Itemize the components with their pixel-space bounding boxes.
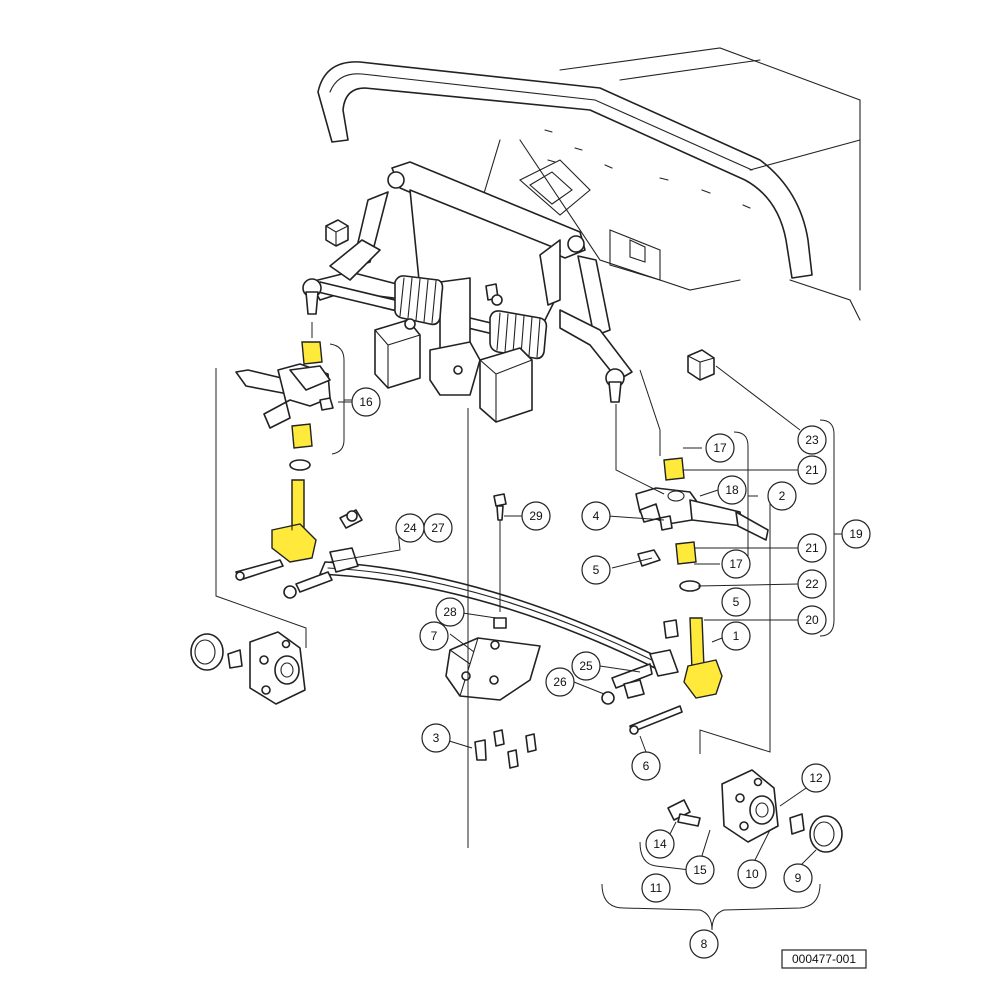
- steering-boot-right: [489, 310, 548, 360]
- callout-29: 29: [521, 501, 551, 531]
- callout-25-label: 25: [579, 659, 593, 673]
- callout-17a: 17: [705, 433, 735, 463]
- callout-15: 15: [685, 855, 715, 885]
- drawing-reference-number: 000477-001: [792, 952, 856, 966]
- callout-21b: 21: [797, 533, 827, 563]
- callout-27-label: 27: [431, 521, 445, 535]
- callout-17a-label: 17: [713, 441, 727, 455]
- callout-2-label: 2: [779, 489, 786, 503]
- callout-22-label: 22: [805, 577, 819, 591]
- callout-29-label: 29: [529, 509, 543, 523]
- leader-lines: [215, 322, 842, 931]
- callout-19-label: 19: [849, 527, 863, 541]
- drawing-reference-box: 000477-001: [781, 949, 867, 969]
- callout-22: 22: [797, 569, 827, 599]
- callout-5a-label: 5: [593, 563, 600, 577]
- chassis-frame: [317, 47, 861, 321]
- leaf-spring: [283, 509, 683, 735]
- callout-17b: 17: [721, 549, 751, 579]
- callout-6-label: 6: [643, 759, 650, 773]
- callout-14-label: 14: [653, 837, 667, 851]
- right-spindle-assembly: [635, 457, 769, 699]
- callout-3: 3: [421, 723, 451, 753]
- callout-27: 27: [423, 513, 453, 543]
- callout-18-label: 18: [725, 483, 739, 497]
- callout-1: 1: [721, 621, 751, 651]
- callout-5b: 5: [721, 587, 751, 617]
- callout-10-label: 10: [745, 867, 759, 881]
- callout-26-label: 26: [553, 675, 567, 689]
- callout-23: 23: [797, 425, 827, 455]
- callout-16-label: 16: [359, 395, 373, 409]
- callout-28: 28: [435, 597, 465, 627]
- callout-21a: 21: [797, 455, 827, 485]
- callout-9: 9: [783, 863, 813, 893]
- callout-21a-label: 21: [805, 463, 819, 477]
- top-right-nut: [687, 349, 715, 381]
- callout-23-label: 23: [805, 433, 819, 447]
- callout-9-label: 9: [795, 871, 802, 885]
- top-left-nut: [325, 219, 349, 247]
- callout-12-label: 12: [809, 771, 823, 785]
- callout-1-label: 1: [733, 629, 740, 643]
- callout-11-label: 11: [650, 881, 663, 895]
- right-hub-assembly: [667, 769, 843, 853]
- spring-clamp-plate: [445, 617, 541, 769]
- callout-24-label: 24: [403, 521, 417, 535]
- callout-8: 8: [689, 929, 719, 959]
- upper-mount-assembly: [302, 159, 633, 423]
- callout-21b-label: 21: [805, 541, 819, 555]
- callout-14: 14: [645, 829, 675, 859]
- callout-26: 26: [545, 667, 575, 697]
- callout-12: 12: [801, 763, 831, 793]
- callout-7-label: 7: [431, 629, 438, 643]
- callout-25: 25: [571, 651, 601, 681]
- callout-16: 16: [351, 387, 381, 417]
- callout-20: 20: [797, 605, 827, 635]
- callout-11: 11: [641, 873, 671, 903]
- left-hub-assembly: [190, 631, 306, 705]
- steering-boot-left: [394, 275, 444, 326]
- callout-6: 6: [631, 751, 661, 781]
- callout-15-label: 15: [693, 863, 707, 877]
- callout-5b-label: 5: [733, 595, 740, 609]
- callout-28-label: 28: [443, 605, 457, 619]
- callout-5a: 5: [581, 555, 611, 585]
- callout-8-label: 8: [701, 937, 708, 951]
- callout-19: 19: [841, 519, 871, 549]
- callout-10: 10: [737, 859, 767, 889]
- callout-2: 2: [767, 481, 797, 511]
- bolt-29: [493, 493, 507, 521]
- callout-20-label: 20: [805, 613, 819, 627]
- left-spindle-assembly: [235, 341, 334, 581]
- callout-4-label: 4: [593, 509, 600, 523]
- callout-17b-label: 17: [729, 557, 743, 571]
- callout-24: 24: [395, 513, 425, 543]
- callout-4: 4: [581, 501, 611, 531]
- callout-3-label: 3: [433, 731, 440, 745]
- callout-7: 7: [419, 621, 449, 651]
- callout-18: 18: [717, 475, 747, 505]
